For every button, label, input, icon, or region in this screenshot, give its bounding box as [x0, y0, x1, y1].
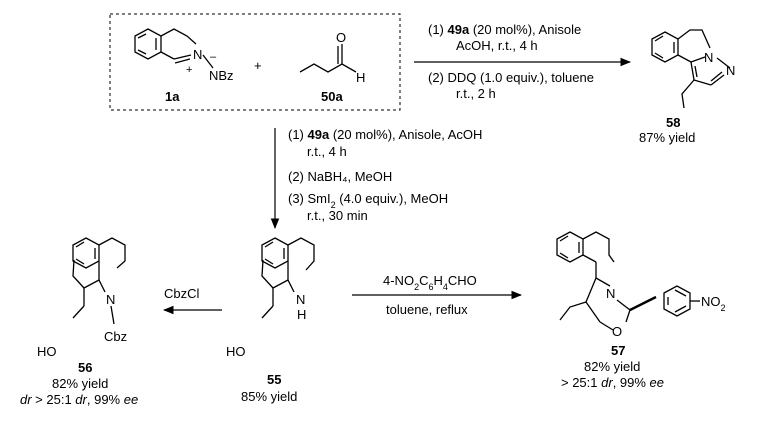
left-condition-reagent: CbzCl — [164, 286, 200, 301]
56-cbz-group: Cbz — [104, 329, 127, 344]
top-condition-step2-line2: r.t., 2 h — [456, 86, 496, 101]
plus-sign: + — [254, 58, 262, 73]
58-atom-n2: N — [726, 63, 735, 78]
57-yield: 82% yield — [584, 359, 640, 374]
down-condition-step2: (2) NaBH₄, MeOH — [288, 169, 392, 184]
57-atom-n: N — [606, 286, 615, 301]
56-atom-n: N — [106, 292, 115, 307]
right-condition-solvent: toluene, reflux — [386, 302, 468, 317]
1a-atom-n: N — [193, 47, 202, 62]
58-atom-n1: N — [704, 50, 713, 65]
57-atom-o: O — [612, 324, 622, 339]
50a-atom-h: H — [356, 70, 365, 85]
56-selectivity: dr > 25:1 dr, 99% ee — [20, 392, 138, 407]
compound-label-56: 56 — [78, 360, 92, 375]
compound-50a: O H 50a — [299, 30, 365, 104]
compound-label-55: 55 — [267, 372, 281, 387]
top-condition-step1-line2: AcOH, r.t., 4 h — [456, 38, 538, 53]
down-condition-step3: (3) SmI2 (4.0 equiv.), MeOH — [288, 191, 448, 210]
1a-nbz-group: NBz — [209, 68, 234, 83]
starting-materials-box — [109, 13, 401, 111]
1a-charge-plus: + — [186, 64, 192, 76]
55-hydroxyl: HO — [226, 344, 246, 359]
55-yield: 85% yield — [241, 389, 297, 404]
57-nitro-group: NO2 — [701, 294, 726, 313]
58-yield: 87% yield — [639, 130, 695, 145]
56-yield: 82% yield — [52, 376, 108, 391]
1a-charge-minus: – — [210, 51, 217, 63]
compound-label-50a: 50a — [321, 89, 343, 104]
compound-57: N O NO2 57 82% yield > 25:1 dr, 99% ee — [556, 231, 726, 390]
56-hydroxyl: HO — [37, 344, 57, 359]
top-condition-step2: (2) DDQ (1.0 equiv.), toluene — [428, 70, 594, 85]
compound-label-57: 57 — [611, 343, 625, 358]
down-condition-step1: (1) 49a (20 mol%), Anisole, AcOH — [288, 127, 482, 142]
compound-55: N H HO 55 85% yield — [226, 237, 315, 404]
55-atom-h: H — [297, 307, 306, 322]
down-condition-step1-line2: r.t., 4 h — [307, 144, 347, 159]
compound-label-1a: 1a — [165, 89, 180, 104]
50a-atom-o: O — [336, 30, 346, 45]
57-selectivity: > 25:1 dr, 99% ee — [561, 375, 664, 390]
compound-label-58: 58 — [666, 115, 680, 130]
compound-1a: N + – NBz 1a — [134, 28, 234, 104]
55-atom-n: N — [296, 292, 305, 307]
top-condition-step1: (1) 49a (20 mol%), Anisole — [428, 22, 581, 37]
compound-58: N N 58 87% yield — [639, 29, 735, 145]
right-condition-reagent: 4-NO2C6H4CHO — [383, 273, 477, 292]
down-condition-step3-line2: r.t., 30 min — [307, 208, 368, 223]
compound-56: N Cbz HO 56 82% yield dr > 25:1 dr, 99% … — [20, 237, 138, 407]
